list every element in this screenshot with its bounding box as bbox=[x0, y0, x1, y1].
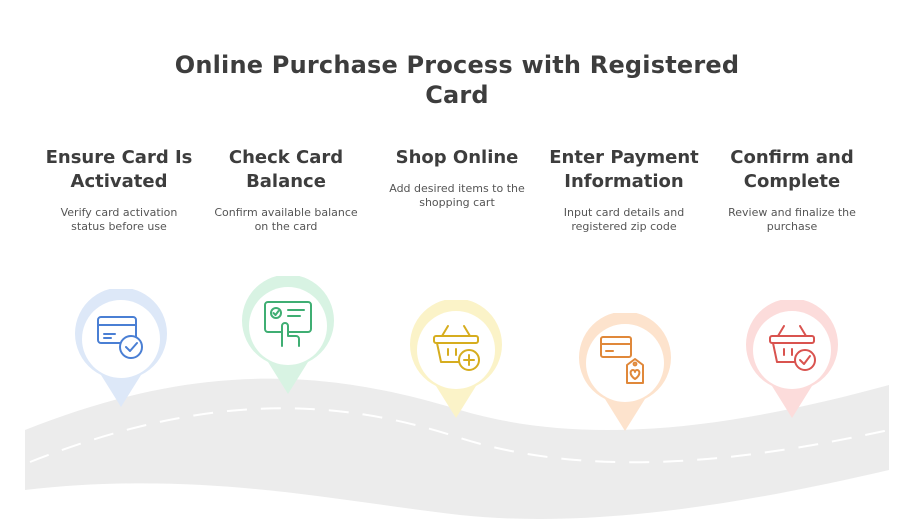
step-4-title: Enter Payment Information bbox=[549, 147, 699, 192]
step-4: Enter Payment Information Input card det… bbox=[549, 146, 699, 234]
step-5-pin bbox=[746, 300, 838, 418]
step-2: Check Card Balance Confirm available bal… bbox=[211, 146, 361, 234]
step-3-title: Shop Online bbox=[395, 147, 519, 168]
card-balance-icon bbox=[264, 301, 312, 347]
step-1-title: Ensure Card Is Activated bbox=[45, 147, 193, 192]
step-4-description: Input card details and registered zip co… bbox=[563, 206, 685, 233]
step-1-pin bbox=[75, 289, 167, 407]
credit-card-check-icon bbox=[97, 316, 143, 359]
step-4-pin bbox=[579, 313, 671, 431]
card-tag-icon bbox=[600, 336, 644, 384]
step-3: Shop Online Add desired items to the sho… bbox=[382, 146, 532, 210]
step-1-description: Verify card activation status before use bbox=[60, 206, 178, 233]
step-5: Confirm and Complete Review and finalize… bbox=[717, 146, 867, 234]
step-2-title: Check Card Balance bbox=[228, 147, 344, 192]
step-1: Ensure Card Is Activated Verify card act… bbox=[44, 146, 194, 234]
step-3-description: Add desired items to the shopping cart bbox=[389, 182, 525, 209]
step-5-description: Review and finalize the purchase bbox=[728, 206, 856, 233]
page-title: Online Purchase Process with Registered … bbox=[174, 51, 740, 109]
basket-check-icon bbox=[769, 325, 816, 371]
step-3-pin bbox=[410, 300, 502, 418]
step-5-title: Confirm and Complete bbox=[730, 147, 854, 192]
step-2-pin bbox=[242, 276, 334, 394]
basket-add-icon bbox=[433, 325, 480, 371]
step-2-description: Confirm available balance on the card bbox=[214, 206, 358, 233]
